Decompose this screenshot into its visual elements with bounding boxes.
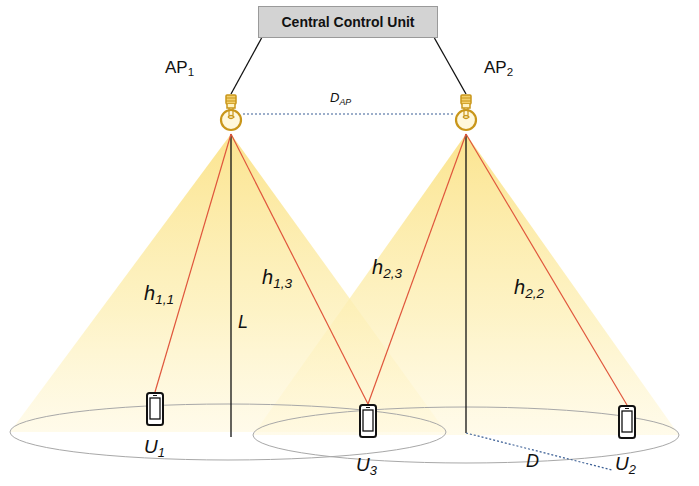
user-device: U2: [618, 405, 636, 439]
control-link: [231, 38, 262, 94]
bulb-icon: [219, 94, 243, 134]
user-device: U1: [146, 392, 164, 426]
subscript: 3: [370, 463, 377, 478]
ap-distance-line: [243, 113, 454, 114]
phone-icon: [146, 392, 164, 426]
channel-line: [155, 134, 231, 392]
subscript: 2,3: [383, 266, 402, 281]
bulb-icon: [454, 94, 478, 134]
edge-label: h1,1: [144, 282, 174, 305]
node-label: AP1: [165, 58, 194, 78]
light-cone: [253, 134, 679, 435]
subscript: 1,1: [155, 292, 174, 307]
control-link: [434, 38, 466, 94]
vertical-line: [465, 134, 466, 433]
node-label: U3: [356, 454, 377, 476]
coverage-ellipse: [10, 404, 446, 460]
user-device: U3: [359, 404, 377, 438]
subscript: 1: [188, 66, 194, 78]
height-line: [230, 134, 231, 437]
node-label: U1: [144, 436, 165, 458]
subscript: 2: [507, 66, 513, 78]
distance-label: D: [526, 451, 539, 472]
subscript: 1,3: [273, 276, 292, 291]
edge-label: h2,3: [372, 256, 402, 279]
channel-line: [466, 134, 627, 405]
subscript: AP: [339, 97, 351, 107]
subscript: 1: [158, 445, 165, 460]
subscript: 2,2: [525, 286, 544, 301]
access-point: AP2: [454, 94, 478, 134]
phone-icon: [618, 405, 636, 439]
node-label: AP2: [484, 58, 513, 78]
edge-label: h2,2: [514, 276, 544, 299]
phone-icon: [359, 404, 377, 438]
height-label: L: [238, 312, 248, 333]
node-label: U2: [615, 453, 636, 475]
box-title: Central Control Unit: [282, 14, 415, 30]
edge-label: h1,3: [262, 266, 292, 289]
access-point: AP1: [219, 94, 243, 134]
control-unit-box: Central Control Unit: [258, 6, 438, 38]
subscript: 2: [629, 462, 636, 477]
channel-line: [231, 134, 368, 404]
channel-line: [368, 134, 466, 404]
distance-line: [466, 433, 612, 470]
edge-label: DAP: [330, 90, 351, 105]
